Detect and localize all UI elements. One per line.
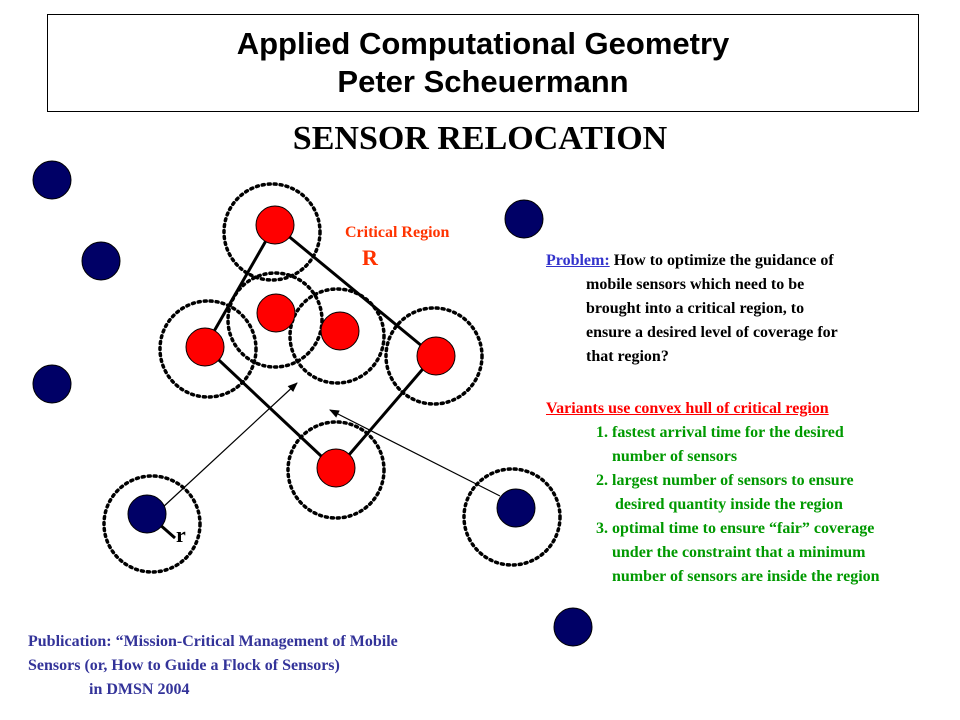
coverage-circle-right [384,306,484,406]
variant-item: 2. largest number of sensors to ensure [596,472,854,489]
problem-line: mobile sensors which need to be [586,276,805,293]
mobile-sensor [504,199,544,239]
title-line-1: Applied Computational Geometry [236,26,730,61]
radius-symbol: r [176,522,186,547]
coverage-circle-left [158,299,258,399]
problem-first-line: Problem: How to optimize the guidance of [546,249,946,273]
problem-line: that region? [586,348,669,365]
critical-sensor [185,327,225,367]
variant-item-cont: number of sensors are inside the region [612,568,880,585]
publication-line: Publication: “Mission-Critical Managemen… [28,633,398,650]
critical-sensor [320,311,360,351]
variant-item: 1. fastest arrival time for the desired [596,424,844,441]
mobile-sensor [32,364,72,404]
hull-edge [334,355,436,471]
variant-item-cont: under the constraint that a minimum [612,544,866,561]
hull-edge [203,345,338,472]
variants-list: Variants use convex hull of critical reg… [546,397,956,589]
publication-reference: Publication: “Mission-Critical Managemen… [28,630,398,702]
slide-heading: SENSOR RELOCATION [292,120,668,157]
hull-edge [203,224,277,348]
variant-item: 3. optimal time to ensure “fair” coverag… [596,520,875,537]
hull-edge [274,223,435,358]
critical-region-label: Critical Region [345,224,450,241]
mobile-sensor [81,241,121,281]
variants-heading: Variants use convex hull of critical reg… [546,400,829,417]
mobile-sensor [553,607,593,647]
critical-sensor [316,448,356,488]
problem-line: How to optimize the guidance of [609,252,834,269]
coverage-circle-inner-right [288,287,386,385]
mobile-sensor [496,488,536,528]
problem-heading: Problem: [546,252,610,269]
variant-item-cont: desired quantity inside the region [615,496,843,513]
critical-sensor [416,336,456,376]
problem-line: brought into a critical region, to [586,300,805,317]
title-box: Applied Computational Geometry Peter Sch… [47,14,919,112]
relocation-arrow-left [161,382,298,509]
critical-sensor [256,293,296,333]
variant-item-cont: number of sensors [612,448,738,465]
publication-venue: in DMSN 2004 [89,681,190,698]
coverage-circle-mobile-left [102,474,202,574]
title-line-2: Peter Scheuermann [337,64,629,99]
mobile-sensor [32,160,72,200]
problem-statement: Problem: How to optimize the guidance of… [546,249,946,369]
coverage-circle-inner-left [226,271,324,369]
mobile-sensor [127,494,167,534]
relocation-arrow-right [329,409,501,497]
region-symbol: R [362,245,378,270]
coverage-circle-mobile-right [462,467,562,567]
coverage-circle-bottom [286,420,386,520]
publication-line: Sensors (or, How to Guide a Flock of Sen… [28,657,340,674]
critical-sensor [255,205,295,245]
coverage-circle-top [222,182,322,282]
problem-line: ensure a desired level of coverage for [586,324,838,341]
